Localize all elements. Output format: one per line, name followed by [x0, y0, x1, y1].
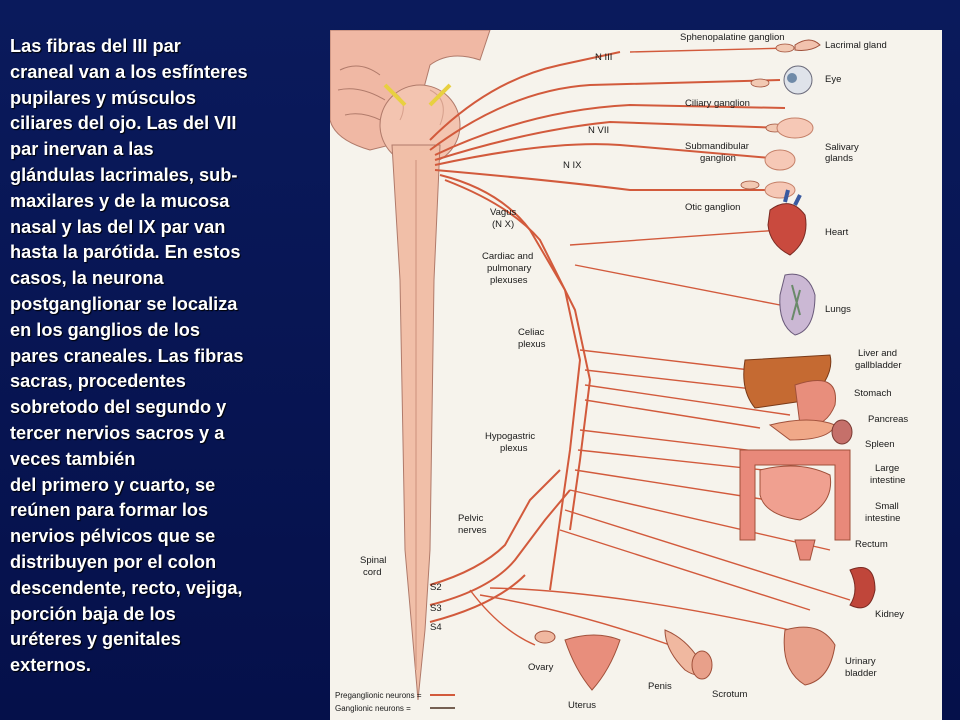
rectum-shape	[794, 539, 816, 561]
label-vagus-2: (N X)	[492, 219, 514, 230]
label-liver-1: Liver and	[858, 348, 897, 359]
salivary-gland-1	[776, 117, 814, 139]
parasympathetic-diagram: Sphenopalatine ganglion Lacrimal gland E…	[330, 30, 908, 713]
salivary-gland-3	[764, 181, 796, 199]
small-intestine-shape	[759, 465, 832, 521]
label-n-ix: N IX	[563, 160, 582, 171]
label-stomach: Stomach	[854, 388, 892, 399]
legend-preganglionic: Preganglionic neurons =	[335, 691, 422, 700]
pancreas-shape	[768, 419, 836, 441]
label-hypogastric-1: Hypogastric	[485, 431, 535, 442]
pelvic-nerves	[429, 469, 791, 646]
label-s2: S2	[430, 582, 442, 593]
label-cardiac-3: plexuses	[490, 275, 528, 286]
label-vagus-1: Vagus	[490, 207, 516, 218]
label-penis: Penis	[648, 681, 672, 692]
label-pelvic-2: nerves	[458, 525, 487, 536]
uterus-shape	[564, 634, 621, 691]
eye-shape	[783, 65, 813, 95]
spleen-shape	[831, 419, 853, 445]
label-cardiac-1: Cardiac and	[482, 251, 533, 262]
label-uterus: Uterus	[568, 700, 596, 711]
ovary-shape	[534, 630, 556, 644]
label-salivary-1: Salivary	[825, 142, 859, 153]
label-submandibular-2: ganglion	[700, 153, 736, 164]
legend-ganglionic: Ganglionic neurons =	[335, 704, 411, 713]
stomach-shape	[794, 380, 836, 427]
label-pancreas: Pancreas	[868, 414, 908, 425]
label-celiac-1: Celiac	[518, 327, 545, 338]
label-liver-2: gallbladder	[855, 360, 901, 371]
label-large-intestine-1: Large	[875, 463, 899, 474]
label-urinary-2: bladder	[845, 668, 877, 679]
label-lungs: Lungs	[825, 304, 851, 315]
label-n-iii: N III	[595, 52, 612, 63]
lacrimal-gland-shape	[794, 39, 821, 51]
organs	[534, 39, 876, 691]
labels: Sphenopalatine ganglion Lacrimal gland E…	[360, 32, 908, 711]
vagus-nerve	[439, 174, 851, 611]
bladder-shape	[783, 626, 836, 686]
label-submandibular-1: Submandibular	[685, 141, 749, 152]
label-rectum: Rectum	[855, 539, 888, 550]
label-lacrimal-gland: Lacrimal gland	[825, 40, 887, 51]
label-spinal-2: cord	[363, 567, 381, 578]
label-small-intestine-2: intestine	[865, 513, 900, 524]
label-otic-ganglion: Otic ganglion	[685, 202, 740, 213]
label-s4: S4	[430, 622, 442, 633]
label-n-vii: N VII	[588, 125, 609, 136]
label-cardiac-2: pulmonary	[487, 263, 532, 274]
kidney-shape	[849, 567, 876, 609]
label-eye: Eye	[825, 74, 841, 85]
heart-shape	[767, 203, 807, 256]
label-ciliary-ganglion: Ciliary ganglion	[685, 98, 750, 109]
label-ovary: Ovary	[528, 662, 554, 673]
label-celiac-2: plexus	[518, 339, 546, 350]
salivary-gland-2	[764, 149, 796, 171]
label-sphenopalatine-ganglion: Sphenopalatine ganglion	[680, 32, 785, 43]
legend: Preganglionic neurons = Ganglionic neuro…	[335, 691, 455, 713]
label-large-intestine-2: intestine	[870, 475, 905, 486]
label-hypogastric-2: plexus	[500, 443, 528, 454]
diagram-panel: Sphenopalatine ganglion Lacrimal gland E…	[330, 30, 942, 720]
slide-text: Las fibras del III par craneal van a los…	[10, 36, 248, 676]
large-intestine-shape	[739, 449, 851, 541]
scrotum-shape	[691, 650, 713, 680]
label-s3: S3	[430, 603, 442, 614]
label-heart: Heart	[825, 227, 849, 238]
label-kidney: Kidney	[875, 609, 904, 620]
label-salivary-2: glands	[825, 153, 853, 164]
cranial-nerves	[429, 47, 791, 191]
label-small-intestine-1: Small	[875, 501, 899, 512]
label-spinal-1: Spinal	[360, 555, 386, 566]
label-spleen: Spleen	[865, 439, 895, 450]
label-urinary-1: Urinary	[845, 656, 876, 667]
label-scrotum: Scrotum	[712, 689, 747, 700]
label-pelvic-1: Pelvic	[458, 513, 484, 524]
